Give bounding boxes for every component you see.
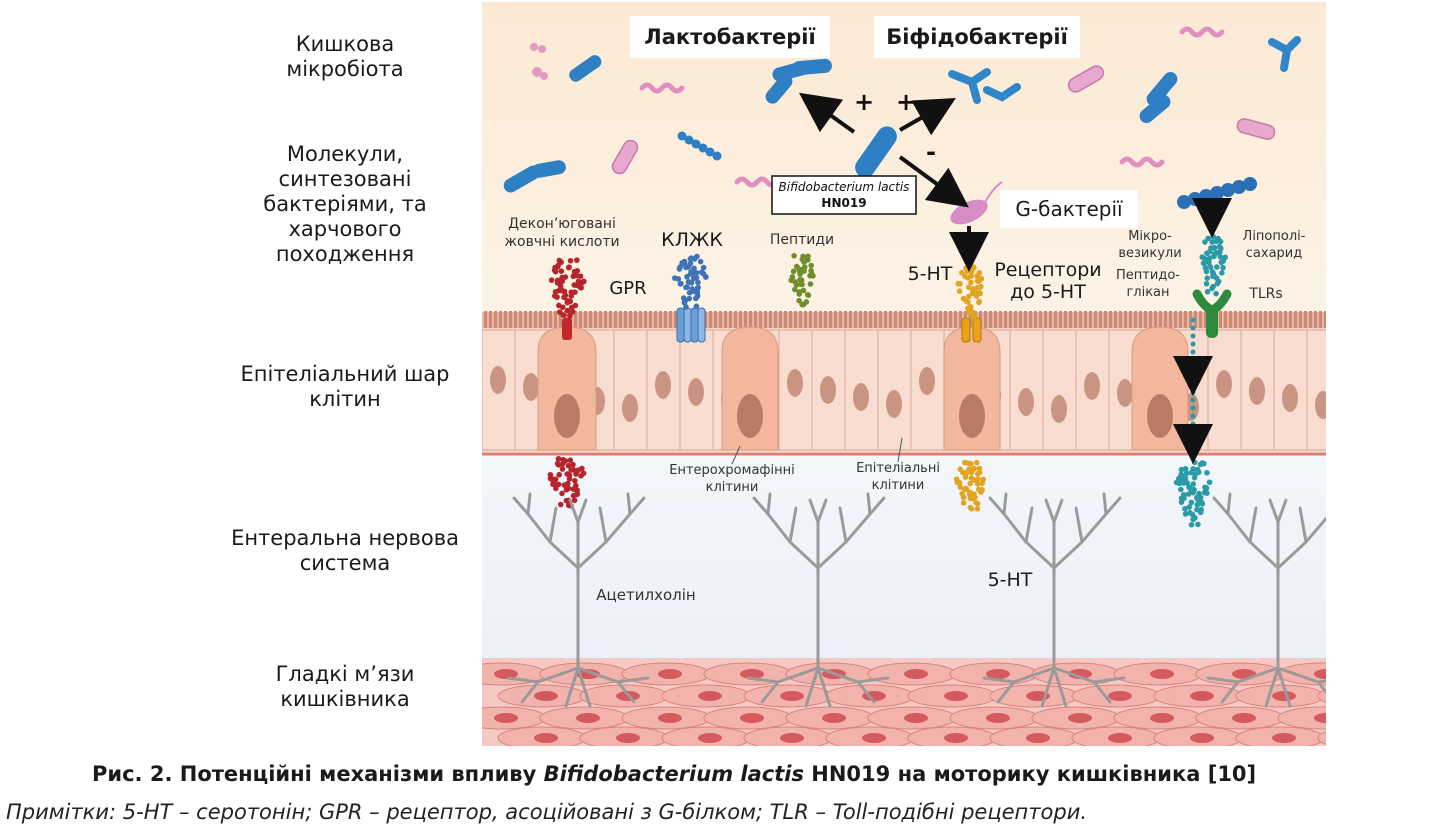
arrow-to-lactobacteria <box>798 92 856 134</box>
caption-prefix: Рис. 2. Потенційні механізми впливу <box>92 762 544 786</box>
caption-species: Bifidobacterium lactis <box>543 762 804 786</box>
bile-acid-receptor <box>562 318 572 340</box>
tlrs-label: TLRs <box>1248 286 1282 302</box>
enterochromaffin-cell-3 <box>943 326 1001 451</box>
serotonin-cluster-lower <box>953 459 987 512</box>
bile-acids-cluster <box>548 257 587 319</box>
serotonin-bottom-label: 5-HT <box>988 569 1033 591</box>
strain-box <box>771 175 917 215</box>
figure-caption: Рис. 2. Потенційні механізми впливу Bifi… <box>92 762 1455 786</box>
strain-code: HN019 <box>821 196 866 210</box>
neurons <box>506 492 1326 708</box>
acetylcholine-label: Ацетилхолін <box>596 586 695 604</box>
microvesicles-label-2: везикули <box>1118 246 1181 261</box>
lactobacteria-label: Лактобактерії <box>644 25 815 49</box>
bile-acids-cluster-lower <box>547 455 587 509</box>
microvesicles-cluster <box>1199 233 1229 297</box>
enterochromaffin-cell-4 <box>1131 326 1189 451</box>
lps-label-1: Ліпополі- <box>1243 229 1306 244</box>
g-bacteria-box <box>1000 190 1138 228</box>
bile-acids-label-1: Декон’юговані <box>508 216 616 232</box>
bile-acids-label-2: жовчні кислоти <box>504 234 619 250</box>
arrow-to-bifidobacteria <box>899 98 956 136</box>
label-smooth-muscle: Гладкі м’язи кишківника <box>275 662 415 711</box>
microvesicles-label-1: Мікро- <box>1128 229 1172 244</box>
enterochromaffin-pointer <box>731 445 741 465</box>
peptides-cluster <box>788 252 816 308</box>
label-molecules: Молекули, синтезовані бактеріями, та хар… <box>263 142 427 266</box>
enterochromaffin-cell-1 <box>537 326 597 451</box>
plus-sign-1: + <box>854 88 874 116</box>
serotonin-top-label: 5-HT <box>908 263 953 285</box>
figure-note: Примітки: 5-HT – серотонін; GPR – рецепт… <box>6 800 1088 824</box>
g-bacteria-label: G-бактерії <box>1015 197 1123 221</box>
epithelial-cells-label-2: клітини <box>872 478 925 493</box>
bifidobacteria-box <box>874 16 1080 58</box>
scfa-cluster <box>671 253 709 310</box>
caption-suffix: HN019 на моторику кишківника [10] <box>803 762 1257 786</box>
peptidoglycan-label-2: глікан <box>1126 285 1169 300</box>
bifidobacteria-label: Біфідобактерії <box>886 25 1068 49</box>
lps-label-2: сахарид <box>1246 246 1302 261</box>
plus-sign-2: + <box>896 88 916 116</box>
strain-name: Bifidobacterium lactis <box>779 180 910 194</box>
receptors-label-1: Рецептори <box>994 259 1101 281</box>
gpr-receptor <box>676 307 706 343</box>
epithelial-pointer <box>897 437 903 463</box>
gut-mechanism-diagram: Лактобактерії Біфідобактерії + + - Bifid… <box>482 2 1326 746</box>
arrow-to-g-bacteria <box>898 155 969 208</box>
peptides-label: Пептиди <box>770 232 834 248</box>
epithelial-cells <box>482 329 1326 451</box>
label-gut-microbiota: Кишкова мікробіота <box>286 32 404 81</box>
microvilli <box>482 311 1326 330</box>
lactobacteria-box <box>630 16 830 58</box>
label-epithelial-layer: Епітеліальний шар клітин <box>240 362 450 411</box>
enterochromaffin-cell-2 <box>721 326 779 451</box>
bacteria <box>503 26 1301 225</box>
enterochromaffin-label-1: Ентерохромафінні <box>669 463 795 478</box>
gpr-label: GPR <box>609 278 646 299</box>
enterochromaffin-label-2: клітини <box>706 480 759 495</box>
epithelial-cells-label-1: Епітеліальні <box>856 461 940 476</box>
scfa-label: КЛЖК <box>661 229 723 251</box>
smooth-muscle-layer <box>482 658 1326 746</box>
receptors-label-2: до 5-HT <box>1010 281 1086 303</box>
tlr-receptor <box>1192 289 1232 338</box>
serotonin-receptor <box>961 317 982 343</box>
label-enteric-nervous-system: Ентеральна нервова система <box>231 526 459 575</box>
peptidoglycan-label-1: Пептидо- <box>1116 268 1180 283</box>
minus-sign: - <box>926 138 936 166</box>
